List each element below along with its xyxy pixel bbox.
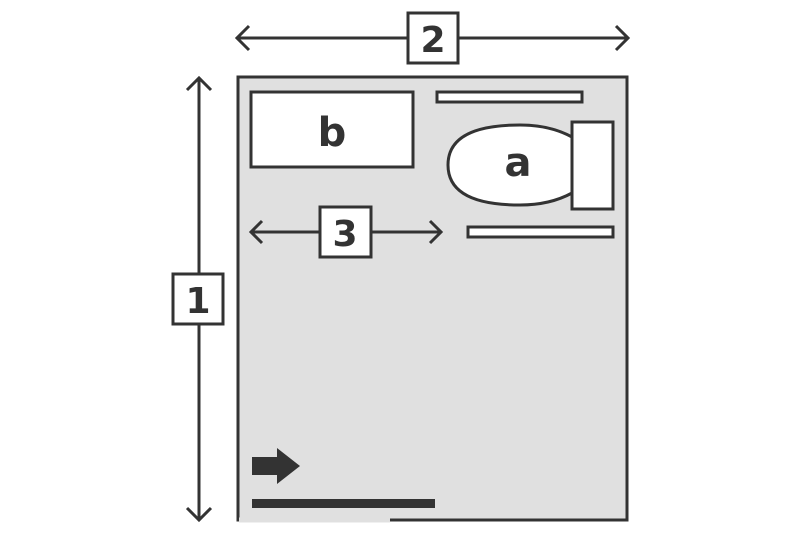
width-label: 2 (420, 20, 445, 61)
arrow-right-icon (252, 448, 300, 484)
clearance-label: 3 (332, 214, 357, 255)
width-dimension: 2 (234, 11, 631, 65)
sink-label: b (318, 110, 347, 156)
clearance-dimension: 3 (248, 205, 444, 259)
toilet-fixture: a (446, 120, 615, 211)
door-threshold (252, 499, 435, 508)
clearance-label-box (318, 205, 373, 259)
grab-bar-top (435, 90, 584, 104)
grab-bar-lower (466, 225, 615, 239)
toilet-label: a (505, 140, 532, 186)
width-label-box (406, 11, 460, 65)
height-label-box (171, 272, 225, 326)
sink-fixture: b (249, 90, 415, 169)
height-label: 1 (185, 281, 210, 322)
height-dimension: 1 (171, 75, 225, 523)
